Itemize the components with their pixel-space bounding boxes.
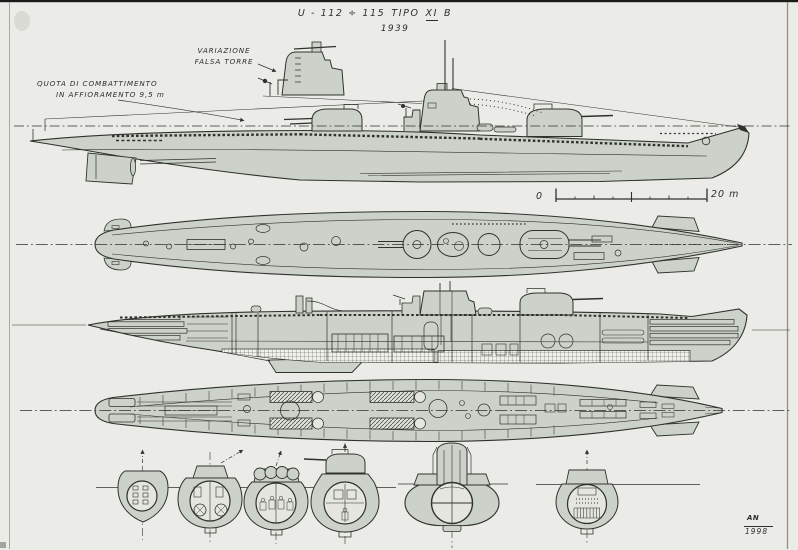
cross-section-6 [555, 469, 619, 535]
title-designation: U - 112 ÷ 115 [297, 8, 386, 19]
signature-year: 1998 [745, 527, 769, 536]
scan-smudge [14, 11, 30, 31]
variant-tower-label-line2: FALSA TORRE [194, 57, 254, 66]
variant-tower-label: VARIAZIONE FALSA TORRE [180, 45, 268, 67]
variant-tower-label-line1: VARIAZIONE [197, 46, 251, 55]
combat-trim-label-line2: IN AFFIORAMENTO 9,5 m [56, 90, 165, 99]
combat-trim-leader-arrow [117, 99, 245, 122]
cross-section-1 [117, 470, 169, 523]
variant-tower-sketch [257, 41, 423, 104]
drawing-title: U - 112 ÷ 115 TIPO XI B [250, 8, 500, 21]
cutaway-profile-view [12, 281, 790, 373]
variant-leader-arrow [257, 63, 277, 72]
cross-section-2 [177, 465, 243, 534]
scale-start-label: 0 [536, 191, 544, 202]
cutaway-plan-view [20, 378, 792, 443]
cross-sections [96, 442, 700, 548]
scale-end-label: 20 m [711, 189, 740, 200]
combat-trim-label-line1: QUOTA DI COMBATTIMENTO [37, 79, 158, 88]
cross-section-5 [404, 442, 500, 532]
scale-bar [555, 188, 708, 202]
profile-view [14, 40, 790, 185]
plan-view [16, 210, 792, 279]
title-class-roman: XI [425, 8, 439, 21]
signature-initials: AN [747, 514, 760, 522]
cross-section-3 [243, 466, 309, 536]
drawing-year: 1939 [380, 24, 410, 34]
title-class-letter: B [444, 8, 453, 19]
section-leader-lines [140, 443, 590, 467]
title-type-word: TIPO [391, 8, 420, 19]
cross-section-4 [303, 449, 380, 538]
